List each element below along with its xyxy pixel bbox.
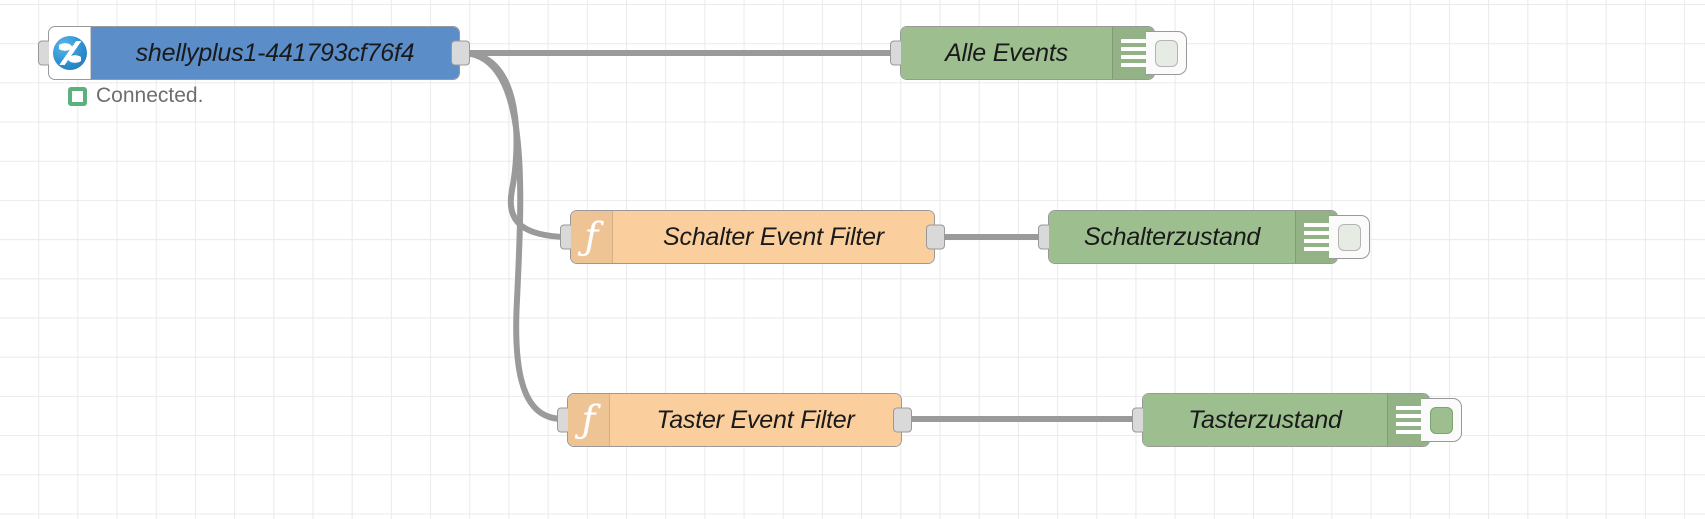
node-body: ƒ Taster Event Filter xyxy=(568,394,901,446)
output-port[interactable] xyxy=(926,224,945,250)
node-label: Alle Events xyxy=(945,38,1068,67)
node-body: Tasterzustand xyxy=(1143,394,1429,446)
node-alle-events[interactable]: Alle Events xyxy=(890,26,1187,80)
node-label: Tasterzustand xyxy=(1188,405,1342,434)
debug-toggle-indicator xyxy=(1337,223,1361,251)
node-shelly-device[interactable]: shellyplus1-441793cf76f4 xyxy=(38,26,470,80)
node-taster-event-filter[interactable]: ƒ Taster Event Filter xyxy=(557,393,912,447)
wire-shelly-device-to-schalter-event-filter[interactable] xyxy=(462,50,569,240)
function-f-icon: ƒ xyxy=(568,394,610,446)
node-label: Schalter Event Filter xyxy=(663,222,884,251)
node-label: Taster Event Filter xyxy=(656,405,855,434)
node-label: Schalterzustand xyxy=(1083,222,1261,251)
status-text: Connected. xyxy=(96,84,204,107)
node-body: shellyplus1-441793cf76f4 xyxy=(49,27,459,79)
node-body: Schalterzustand xyxy=(1049,211,1337,263)
status-indicator-icon xyxy=(68,86,87,106)
debug-toggle-button[interactable] xyxy=(1146,31,1187,75)
node-schalter-event-filter[interactable]: ƒ Schalter Event Filter xyxy=(560,210,945,264)
debug-toggle-button[interactable] xyxy=(1421,398,1462,442)
node-body: ƒ Schalter Event Filter xyxy=(571,211,934,263)
shelly-logo-icon xyxy=(49,27,91,79)
debug-toggle-indicator xyxy=(1429,406,1453,434)
wire-shelly-device-to-taster-event-filter[interactable] xyxy=(462,50,566,422)
node-status-shelly: Connected. xyxy=(68,84,203,108)
node-body: Alle Events xyxy=(901,27,1154,79)
debug-toggle-button[interactable] xyxy=(1329,215,1370,259)
output-port[interactable] xyxy=(451,40,470,66)
output-port[interactable] xyxy=(893,407,912,433)
node-label: shellyplus1-441793cf76f4 xyxy=(135,38,415,67)
node-schalterzustand[interactable]: Schalterzustand xyxy=(1038,210,1370,264)
node-tasterzustand[interactable]: Tasterzustand xyxy=(1132,393,1462,447)
function-f-icon: ƒ xyxy=(571,211,613,263)
debug-toggle-indicator xyxy=(1154,39,1178,67)
